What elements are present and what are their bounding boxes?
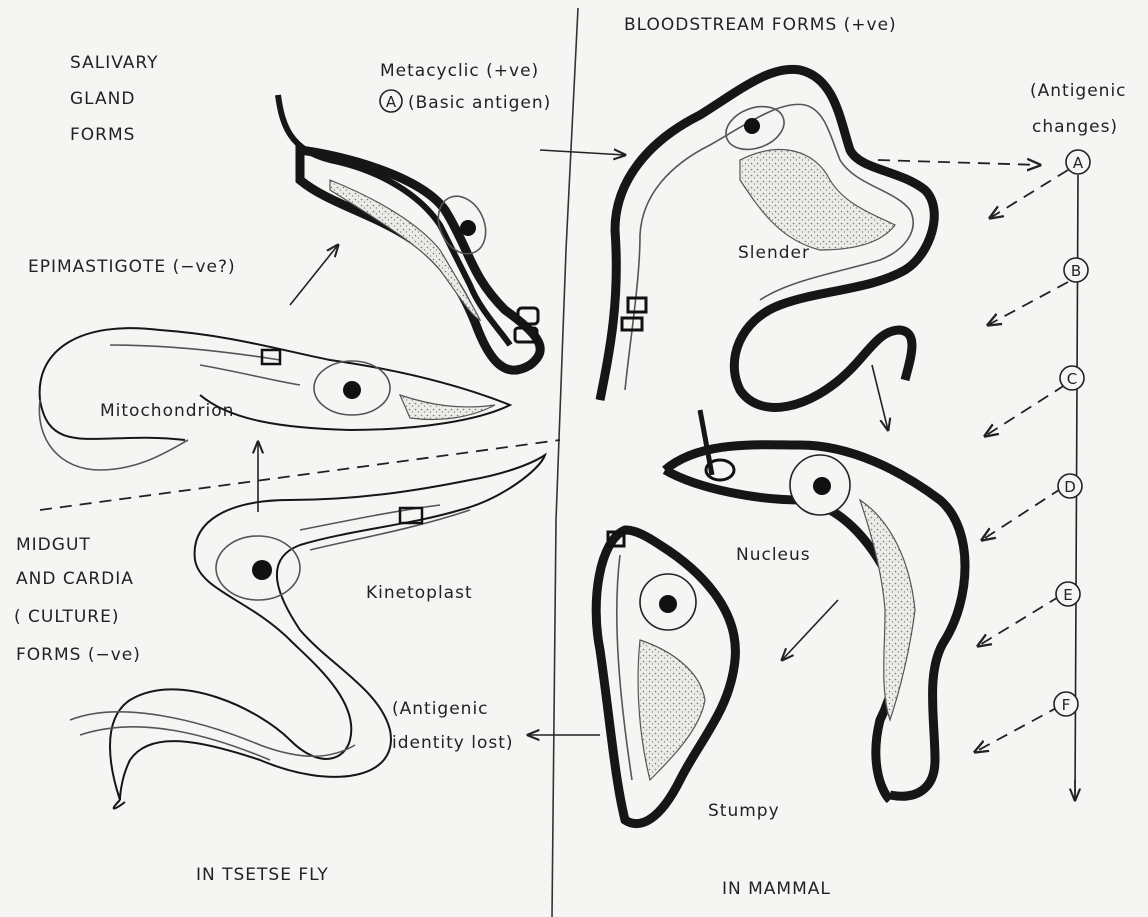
slender-label: Slender: [738, 240, 810, 266]
basic-antigen-label: (Basic antigen): [408, 90, 551, 116]
in-tsetse-heading: IN TSETSE FLY: [196, 862, 329, 888]
antigen-marker-b: B: [1064, 258, 1088, 282]
antigenic-identity-lost-line2: identity lost): [392, 730, 514, 756]
salivary-heading-line3: FORMS: [70, 122, 135, 148]
antigenic-changes-label-line1: (Antigenic: [1030, 78, 1127, 104]
salivary-heading-line2: GLAND: [70, 86, 135, 112]
midgut-heading-line4: FORMS (−ve): [16, 642, 141, 668]
svg-text:C: C: [1067, 370, 1077, 388]
svg-text:F: F: [1062, 696, 1071, 714]
metacyclic-label: Metacyclic (+ve): [380, 58, 539, 84]
antigen-marker-f: F: [1054, 692, 1078, 716]
svg-text:B: B: [1071, 262, 1081, 280]
antigen-marker-e: E: [1056, 582, 1080, 606]
stumpy-label: Stumpy: [708, 798, 780, 824]
midgut-heading-line2: AND CARDIA: [16, 566, 134, 592]
svg-text:E: E: [1063, 586, 1072, 604]
bloodstream-heading: BLOODSTREAM FORMS (+ve): [624, 12, 897, 38]
svg-text:D: D: [1064, 478, 1076, 496]
midgut-heading-line1: MIDGUT: [16, 532, 91, 558]
salivary-heading-line1: SALIVARY: [70, 50, 159, 76]
kinetoplast-label: Kinetoplast: [366, 580, 473, 606]
in-mammal-heading: IN MAMMAL: [722, 876, 831, 902]
nucleus-label: Nucleus: [736, 542, 811, 568]
svg-text:A: A: [386, 93, 397, 111]
antigen-marker-c: C: [1060, 366, 1084, 390]
antigen-marker-d: D: [1058, 474, 1082, 498]
antigenic-changes-label-line2: changes): [1032, 114, 1118, 140]
antigenic-identity-lost-line1: (Antigenic: [392, 696, 489, 722]
metacyclic-antigen-marker: A: [380, 90, 402, 112]
epimastigote-label: EPIMASTIGOTE (−ve?): [28, 254, 236, 280]
mitochondrion-label: Mitochondrion: [100, 398, 234, 424]
midgut-heading-line3: ( CULTURE): [14, 604, 120, 630]
antigen-marker-a: A: [1066, 150, 1090, 174]
svg-text:A: A: [1073, 154, 1084, 172]
